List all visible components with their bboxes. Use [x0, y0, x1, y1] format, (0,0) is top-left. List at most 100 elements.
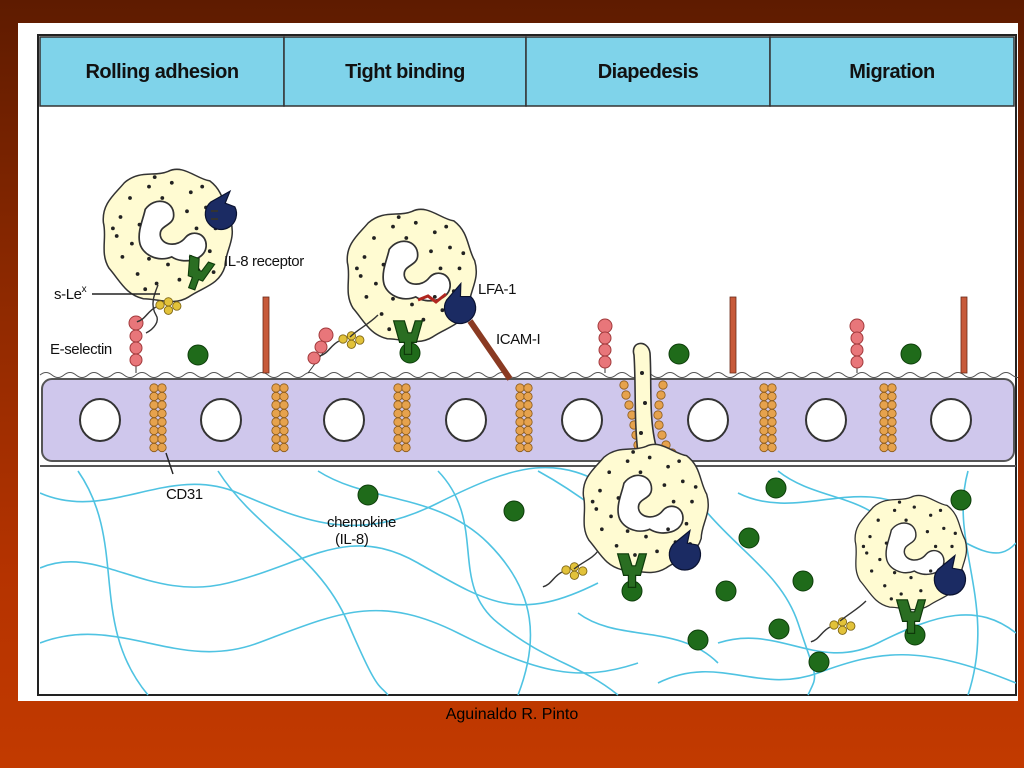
cd31-bead	[759, 442, 769, 453]
cd31-bead	[759, 383, 769, 393]
chemokine-label: chemokine	[327, 514, 396, 531]
stage-label-migration: Migration	[849, 61, 935, 83]
cd31-bead	[401, 417, 411, 427]
e-selectin-3	[597, 318, 613, 373]
cd31-bead	[393, 408, 403, 419]
cd31-bead	[149, 400, 159, 410]
label-leader-lines	[92, 293, 174, 475]
stage-cell-4	[769, 36, 1015, 107]
icam1-label: ICAM-I	[496, 331, 540, 348]
leukocyte-migration	[810, 494, 969, 643]
cd31-bead	[149, 417, 159, 427]
cd31-bead	[759, 391, 769, 402]
cd31-bead	[523, 425, 533, 436]
cd31-bead	[279, 425, 289, 436]
cd31-bead	[401, 383, 411, 393]
cd31-bead	[401, 425, 411, 436]
cd31-bead	[879, 400, 889, 410]
slide-frame: Rolling adhesion Tight binding Diapedesi…	[18, 23, 1018, 701]
cd31-bead	[656, 390, 666, 400]
stage-label-rolling: Rolling adhesion	[85, 61, 238, 83]
cd31-bead	[887, 425, 897, 436]
cd31-bead	[401, 442, 411, 453]
cd31-bead	[879, 434, 889, 444]
cd31-bead	[401, 408, 411, 419]
endothelial-nuclei	[79, 398, 972, 442]
cd31-bead	[767, 417, 777, 427]
cd31-bead	[767, 434, 777, 444]
cd31-bead	[515, 383, 525, 393]
cd31-bead	[759, 408, 769, 419]
chemokine-sublabel: (IL-8)	[335, 531, 369, 548]
cd31-bead	[515, 417, 525, 427]
cd31-bead	[654, 420, 664, 430]
cd31-bead	[887, 400, 897, 410]
cd31-bead	[523, 434, 533, 444]
cd31-bead	[879, 417, 889, 427]
cd31-bead	[393, 383, 403, 393]
cd31-bead	[621, 390, 631, 400]
cd31-bead	[279, 400, 289, 410]
cd31-bead	[523, 391, 533, 402]
cd31-bead	[149, 434, 159, 444]
cd31-bead	[653, 410, 663, 420]
cd31-bead	[271, 383, 281, 393]
stage-cell-3	[525, 36, 771, 107]
cd31-bead	[271, 442, 281, 453]
cd31-bead	[401, 434, 411, 444]
cd31-bead	[149, 425, 159, 436]
cd31-bead	[767, 391, 777, 402]
cd31-bead	[657, 430, 667, 440]
author-credit: Aguinaldo R. Pinto	[445, 706, 579, 723]
cd31-bead	[157, 442, 167, 453]
cd31-bead	[887, 408, 897, 419]
stage-cell-1	[39, 36, 285, 107]
cd31-bead	[523, 400, 533, 410]
cd31-bead	[393, 442, 403, 453]
il8-receptor-label: IL-8 receptor	[224, 253, 304, 270]
cd31-bead	[149, 391, 159, 402]
icam-rods	[262, 296, 968, 381]
cd31-bead	[879, 391, 889, 402]
stage-header: Rolling adhesion Tight binding Diapedesi…	[39, 36, 1015, 107]
cd31-bead	[523, 442, 533, 453]
cd31-bead	[279, 408, 289, 419]
cd31-bead	[767, 408, 777, 419]
cd31-bead	[515, 408, 525, 419]
cd31-bead	[887, 417, 897, 427]
cd31-bead	[879, 425, 889, 436]
cd31-bead	[523, 383, 533, 393]
cd31-bead	[157, 383, 167, 393]
diagram-border	[37, 34, 1017, 696]
cd31-bead	[767, 442, 777, 453]
sle-label: s-Lex	[54, 284, 87, 303]
cd31-bead	[879, 383, 889, 393]
cd31-bead	[887, 391, 897, 402]
e-selectin-1	[128, 315, 144, 373]
cd31-bead	[271, 425, 281, 436]
cd31-bead	[515, 391, 525, 402]
cd31-bead	[515, 400, 525, 410]
cd31-bead	[271, 391, 281, 402]
cd31-bead	[523, 417, 533, 427]
cd31-bead	[619, 380, 629, 390]
cd31-bead	[157, 391, 167, 402]
cd31-bead	[401, 391, 411, 402]
cd31-bead	[887, 442, 897, 453]
cd31-bead	[393, 417, 403, 427]
cd31-bead	[759, 417, 769, 427]
cd31-junctions	[149, 380, 897, 458]
leukocyte-diapedesis	[542, 342, 710, 589]
cd31-bead	[515, 434, 525, 444]
e-selectin-molecules	[128, 315, 865, 374]
cd31-bead	[271, 408, 281, 419]
cd31-bead	[759, 425, 769, 436]
stage-cell-2	[283, 36, 527, 107]
cd31-bead	[759, 434, 769, 444]
stage-label-diapedesis: Diapedesis	[598, 61, 699, 83]
cd31-bead	[393, 400, 403, 410]
stage-label-tight-binding: Tight binding	[345, 61, 465, 83]
cd31-bead	[279, 434, 289, 444]
leukocyte-tight-binding	[319, 208, 481, 357]
e-selectin-4	[849, 318, 865, 373]
